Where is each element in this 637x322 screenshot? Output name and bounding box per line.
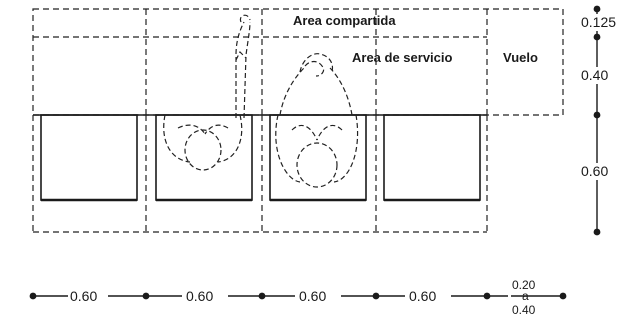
dim-horizontal-4: 0.60 — [409, 288, 436, 304]
horizontal-dimension-line — [29, 275, 567, 317]
dim-horizontal-3: 0.60 — [299, 288, 326, 304]
dim-vertical-seat: 0.60 — [581, 163, 608, 179]
dim-range-top: 0.20 — [512, 278, 536, 292]
seat-bay-1 — [40, 114, 138, 202]
overhang-label: Vuelo — [503, 50, 538, 65]
dim-horizontal-2: 0.60 — [186, 288, 213, 304]
vertical-dimension-line — [580, 5, 616, 236]
dim-range-bottom: 0.40 — [512, 303, 536, 317]
dim-vertical-shared: 0.125 — [581, 14, 616, 30]
person-figure-arms-forward — [275, 53, 359, 188]
seat-bay-3 — [269, 114, 367, 202]
service-area-label: Area de servicio — [352, 50, 453, 65]
dim-horizontal-1: 0.60 — [70, 288, 97, 304]
shared-area-label: Area compartida — [293, 13, 396, 28]
person-figure-arm-raised — [163, 14, 251, 171]
lower-frame — [32, 115, 488, 233]
dim-vertical-service: 0.40 — [581, 67, 608, 83]
seat-bay-4 — [383, 114, 481, 202]
seat-bay-2 — [155, 114, 253, 202]
